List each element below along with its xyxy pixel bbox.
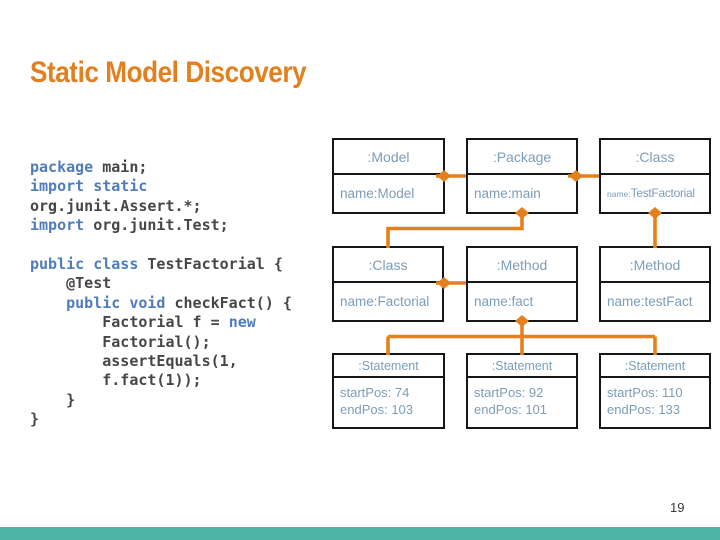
box-title: :Method [468,248,576,283]
slide-title: Static Model Discovery [30,56,307,89]
box-attr: name:TestFactorial [607,184,709,203]
box-statement-1: :Statement startPos: 74 endPos: 103 [332,353,445,429]
box-title: :Model [334,140,443,175]
connector-package-factorial [386,214,524,248]
box-class-testfactorial: :Class name:TestFactorial [599,138,711,214]
page-number: 19 [670,500,685,515]
box-attrs: startPos: 92 endPos: 101 [468,378,576,429]
code-line: import org.junit.Test; [30,216,229,235]
attr-value: TestFactorial [630,186,695,200]
box-attr: endPos: 101 [474,402,548,417]
attr-prefix: name: [607,189,631,199]
box-package: :Package name:main [466,138,578,214]
box-title: :Method [601,248,709,283]
box-attr: startPos: 92 [474,385,544,400]
box-attr: startPos: 110 [607,385,683,400]
connector-fact-statements [386,322,657,355]
box-attrs: name:TestFactorial [601,175,709,212]
box-model: :Model name:Model [332,138,445,214]
box-attr: name:Model [340,186,415,201]
box-attr: endPos: 133 [607,402,681,417]
code-line: Factorial f = new [30,313,256,332]
box-attrs: name:Model [334,175,443,212]
code-line: public class TestFactorial { [30,255,283,274]
code-line: org.junit.Assert.*; [30,196,202,215]
box-class-factorial: :Class name:Factorial [332,246,444,322]
box-title: :Class [334,248,442,283]
box-title: :Statement [601,355,709,378]
box-attr: endPos: 103 [340,402,414,417]
box-attr: name:Factorial [340,294,430,309]
box-statement-2: :Statement startPos: 92 endPos: 101 [466,353,578,429]
box-title: :Package [468,140,576,175]
footer-bar [0,527,720,540]
code-line: @Test [30,274,112,293]
code-line: Factorial(); [30,332,211,351]
code-line: assertEquals(1, [30,352,238,371]
box-attrs: startPos: 110 endPos: 133 [601,378,709,429]
code-line: } [30,410,40,429]
box-title: :Statement [334,355,443,378]
code-line: } [30,390,76,409]
code-line: public void checkFact() { [66,293,292,312]
box-attr: startPos: 74 [340,385,410,400]
code-line [30,236,292,255]
box-attrs: startPos: 74 endPos: 103 [334,378,443,429]
box-attrs: name:main [468,175,576,212]
box-statement-3: :Statement startPos: 110 endPos: 133 [599,353,711,429]
code-line: package main; [30,158,148,176]
code-line: import static [30,177,148,196]
box-attr: name:testFact [607,294,693,309]
box-attrs: name:Factorial [334,283,442,320]
box-title: :Statement [468,355,576,378]
code-line: f.fact(1)); [30,371,202,390]
box-attrs: name:fact [468,283,576,320]
box-title: :Class [601,140,709,175]
box-attrs: name:testFact [601,283,709,320]
box-attr: name:fact [474,294,534,309]
box-method-fact: :Method name:fact [466,246,578,322]
box-attr: name:main [474,186,541,201]
box-method-testfact: :Method name:testFact [599,246,711,322]
